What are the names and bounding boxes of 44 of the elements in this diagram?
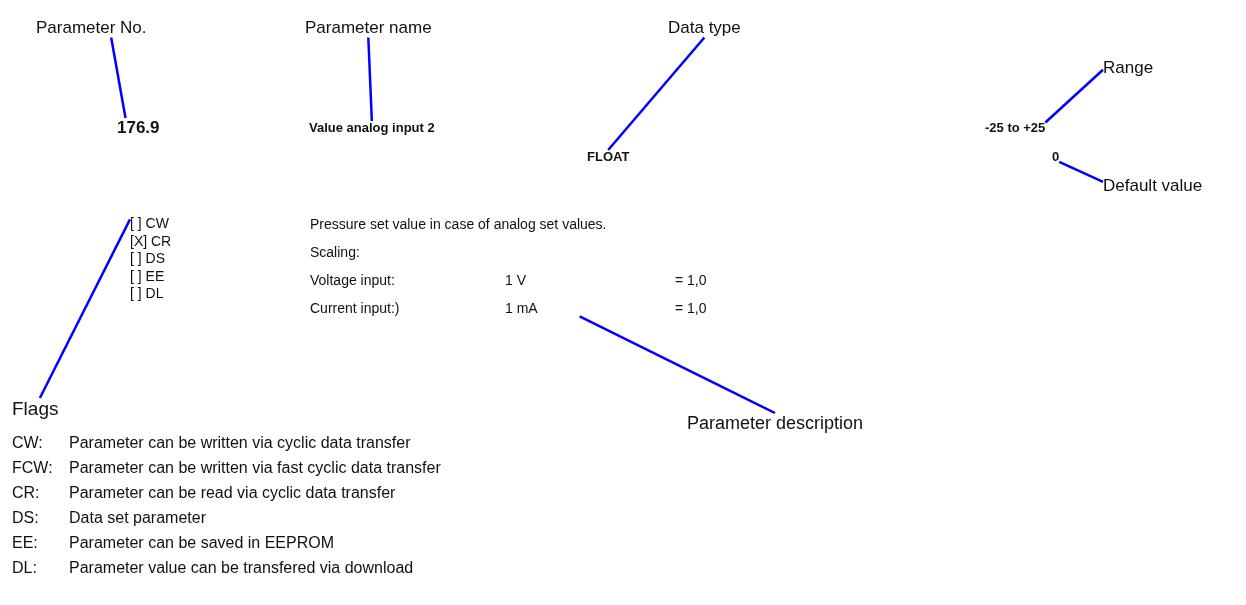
callout-label: Parameter description bbox=[687, 413, 864, 434]
scaling-table-text: Current input:) bbox=[310, 300, 401, 317]
flag-item: [ ] CW bbox=[130, 215, 170, 233]
flag-abbreviation: DL: bbox=[12, 559, 38, 577]
flag-abbreviation: FCW: bbox=[12, 459, 54, 477]
callout-label: Range bbox=[1103, 58, 1154, 78]
flag-definition: Data set parameter bbox=[69, 509, 207, 527]
range-value: -25 to +25 bbox=[985, 121, 1046, 136]
flag-item: [ ] EE bbox=[130, 267, 166, 285]
flag-definition: Parameter can be saved in EEPROM bbox=[69, 534, 335, 552]
flag-abbreviation: EE: bbox=[12, 534, 39, 552]
leader-line bbox=[109, 37, 127, 119]
flag-item: [ ] DL bbox=[130, 285, 165, 303]
scaling-table-text: Voltage input: bbox=[310, 272, 396, 289]
flag-definition: Parameter can be written via cyclic data transfer bbox=[69, 434, 412, 452]
flag-definition: Parameter value can be transfered via download bbox=[69, 559, 415, 577]
heading: Flags bbox=[12, 398, 59, 420]
data-type: FLOAT bbox=[587, 150, 630, 165]
flag-abbreviation: CW: bbox=[12, 434, 44, 452]
scaling-table-text: = 1,0 bbox=[675, 300, 707, 317]
parameter-name: Value analog input 2 bbox=[309, 121, 435, 136]
leader-line bbox=[1058, 160, 1104, 183]
flag-item: [X] CR bbox=[130, 232, 172, 250]
leader-line bbox=[1044, 68, 1104, 124]
leader-line bbox=[367, 37, 374, 122]
default-value: 0 bbox=[1052, 150, 1060, 165]
description-text: Pressure set value in case of analog set values. bbox=[310, 216, 608, 233]
callout-label: Data type bbox=[668, 18, 741, 38]
flag-abbreviation: DS: bbox=[12, 509, 40, 527]
scaling-table-text: = 1,0 bbox=[675, 272, 707, 289]
scaling-table-text: 1 V bbox=[505, 272, 527, 289]
flag-abbreviation: CR: bbox=[12, 484, 41, 502]
parameter-number: 176.9 bbox=[117, 118, 160, 138]
callout-label: Parameter name bbox=[305, 18, 432, 38]
leader-line bbox=[38, 218, 132, 399]
leader-line bbox=[579, 315, 776, 415]
scaling-table-text: 1 mA bbox=[505, 300, 539, 317]
callout-label: Parameter No. bbox=[36, 18, 147, 38]
callout-label: Default value bbox=[1103, 176, 1203, 196]
leader-line bbox=[607, 36, 706, 151]
flag-definition: Parameter can be read via cyclic data transfer bbox=[69, 484, 397, 502]
flag-item: [ ] DS bbox=[130, 250, 166, 268]
flag-definition: Parameter can be written via fast cyclic data transfer bbox=[69, 459, 441, 477]
description-text: Scaling: bbox=[310, 244, 361, 261]
